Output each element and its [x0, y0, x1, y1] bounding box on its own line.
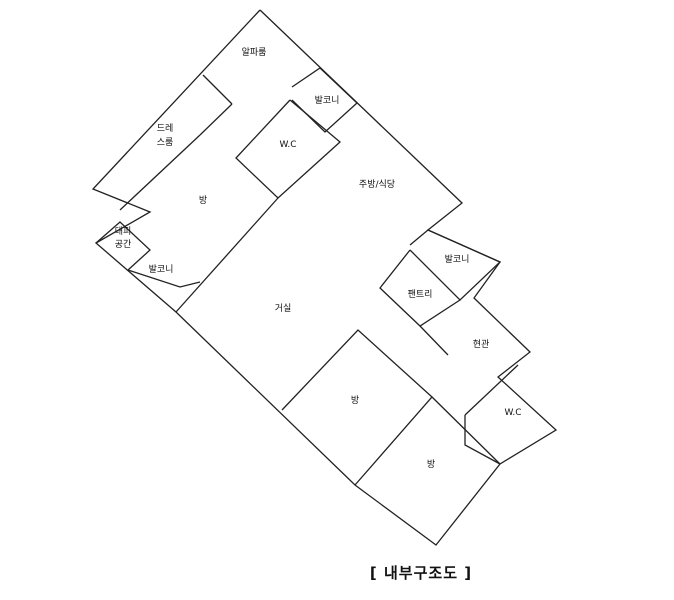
wall-dress-divider: [199, 103, 233, 136]
balcony-left-walls: [127, 269, 201, 288]
wall-room-left-right: [175, 197, 279, 313]
wall-room-bottom-2: [354, 396, 501, 486]
floor-plan-diagram: 알파룸 발코니 드레 스룸 W.C 주방/식당 방 대피 공간 발코니 발코니 …: [91, 9, 558, 546]
label-dress-room-1: 드레: [157, 123, 174, 134]
pantry-walls: [379, 249, 461, 327]
label-entrance: 현관: [473, 339, 490, 350]
wall-wc-divider: [464, 364, 519, 416]
wall-dress-inner: [119, 134, 201, 211]
label-pantry: 팬트리: [408, 289, 433, 300]
label-dress-room-2: 스룸: [157, 137, 174, 148]
label-room-bottom-2: 방: [427, 459, 435, 470]
label-balcony-top: 발코니: [315, 95, 340, 106]
label-kitchen-dining: 주방/식당: [359, 179, 395, 190]
label-alpha-room: 알파룸: [242, 47, 267, 58]
balcony-top-walls: [291, 67, 358, 133]
label-wc-top: W.C: [279, 140, 296, 150]
label-living-room: 거실: [275, 303, 292, 314]
label-balcony-left: 발코니: [149, 264, 174, 275]
label-wc-bottom: W.C: [504, 408, 521, 418]
balcony-right-walls: [409, 229, 502, 301]
outer-wall: [91, 9, 558, 546]
label-standby-2: 공간: [115, 239, 132, 250]
label-room-left: 방: [199, 195, 207, 206]
wall-alpha-bottom: [202, 74, 233, 105]
wc-bottom-walls: [464, 415, 501, 465]
diagram-caption: [ 내부구조도 ]: [369, 564, 473, 582]
standby-walls: [95, 221, 151, 271]
label-room-bottom-1: 방: [351, 395, 359, 406]
label-standby-1: 대피: [115, 226, 132, 237]
label-balcony-right: 발코니: [445, 254, 470, 265]
wall-room-bottom-1: [281, 329, 433, 411]
wall-entrance-stub: [419, 325, 449, 356]
